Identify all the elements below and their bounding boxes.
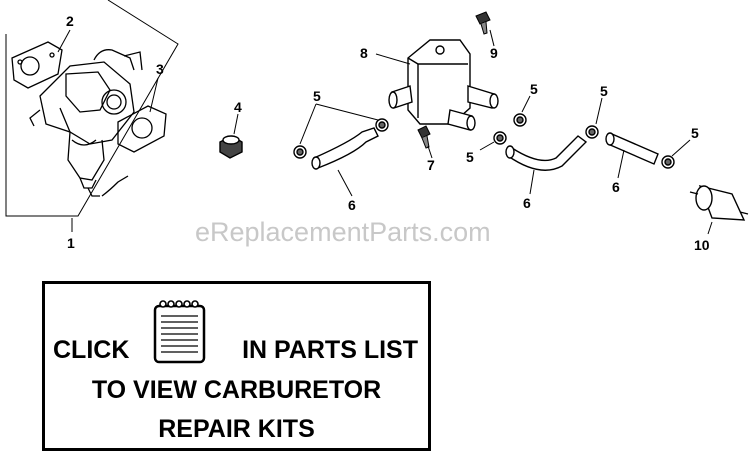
clamp-5e[interactable] bbox=[585, 125, 599, 139]
kit-in-parts-list-label: IN PARTS LIST bbox=[242, 336, 418, 364]
hose-6b[interactable] bbox=[505, 135, 588, 171]
fitting-4[interactable] bbox=[219, 135, 243, 159]
callout-8[interactable]: 8 bbox=[360, 45, 368, 61]
callout-1[interactable]: 1 bbox=[67, 235, 75, 251]
clamp-5d[interactable] bbox=[513, 113, 527, 127]
kit-line-2: TO VIEW CARBURETOR bbox=[91, 376, 382, 404]
clamp-5a[interactable] bbox=[293, 145, 307, 159]
hose-6c[interactable] bbox=[605, 132, 659, 165]
callout-9[interactable]: 9 bbox=[490, 45, 498, 61]
callout-5b[interactable]: 5 bbox=[530, 81, 538, 97]
callout-3[interactable]: 3 bbox=[156, 61, 164, 77]
kit-line-1: CLICK IN PARTS LIST bbox=[45, 336, 428, 366]
callout-6a[interactable]: 6 bbox=[348, 197, 356, 213]
callout-2[interactable]: 2 bbox=[66, 13, 74, 29]
clamp-5f[interactable] bbox=[661, 155, 675, 169]
callout-4[interactable]: 4 bbox=[234, 99, 242, 115]
carburetor-assembly[interactable] bbox=[5, 0, 179, 217]
fuel-pump-8[interactable] bbox=[388, 39, 499, 131]
carburetor-repair-kit-notice[interactable]: CLICK IN PARTS LIST TO VIEW CARBURETOR R… bbox=[42, 281, 431, 451]
callout-5c[interactable]: 5 bbox=[600, 83, 608, 99]
callout-5a[interactable]: 5 bbox=[313, 88, 321, 104]
kit-click-label: CLICK bbox=[53, 336, 130, 364]
watermark: eReplacementParts.com bbox=[195, 217, 491, 247]
hose-6a[interactable] bbox=[311, 127, 379, 170]
callout-10[interactable]: 10 bbox=[694, 237, 710, 253]
callout-5d[interactable]: 5 bbox=[466, 149, 474, 165]
notepad-icon[interactable] bbox=[152, 298, 207, 364]
callout-6c[interactable]: 6 bbox=[612, 179, 620, 195]
clamp-5b[interactable] bbox=[375, 118, 389, 132]
callout-6b[interactable]: 6 bbox=[523, 195, 531, 211]
screw-7[interactable] bbox=[417, 125, 431, 149]
clamp-5c[interactable] bbox=[493, 131, 507, 145]
kit-line-3: REPAIR KITS bbox=[158, 415, 315, 443]
fuel-filter-10[interactable] bbox=[689, 184, 749, 221]
callout-7[interactable]: 7 bbox=[427, 157, 435, 173]
callout-5e[interactable]: 5 bbox=[691, 125, 699, 141]
screw-9[interactable] bbox=[475, 11, 491, 35]
